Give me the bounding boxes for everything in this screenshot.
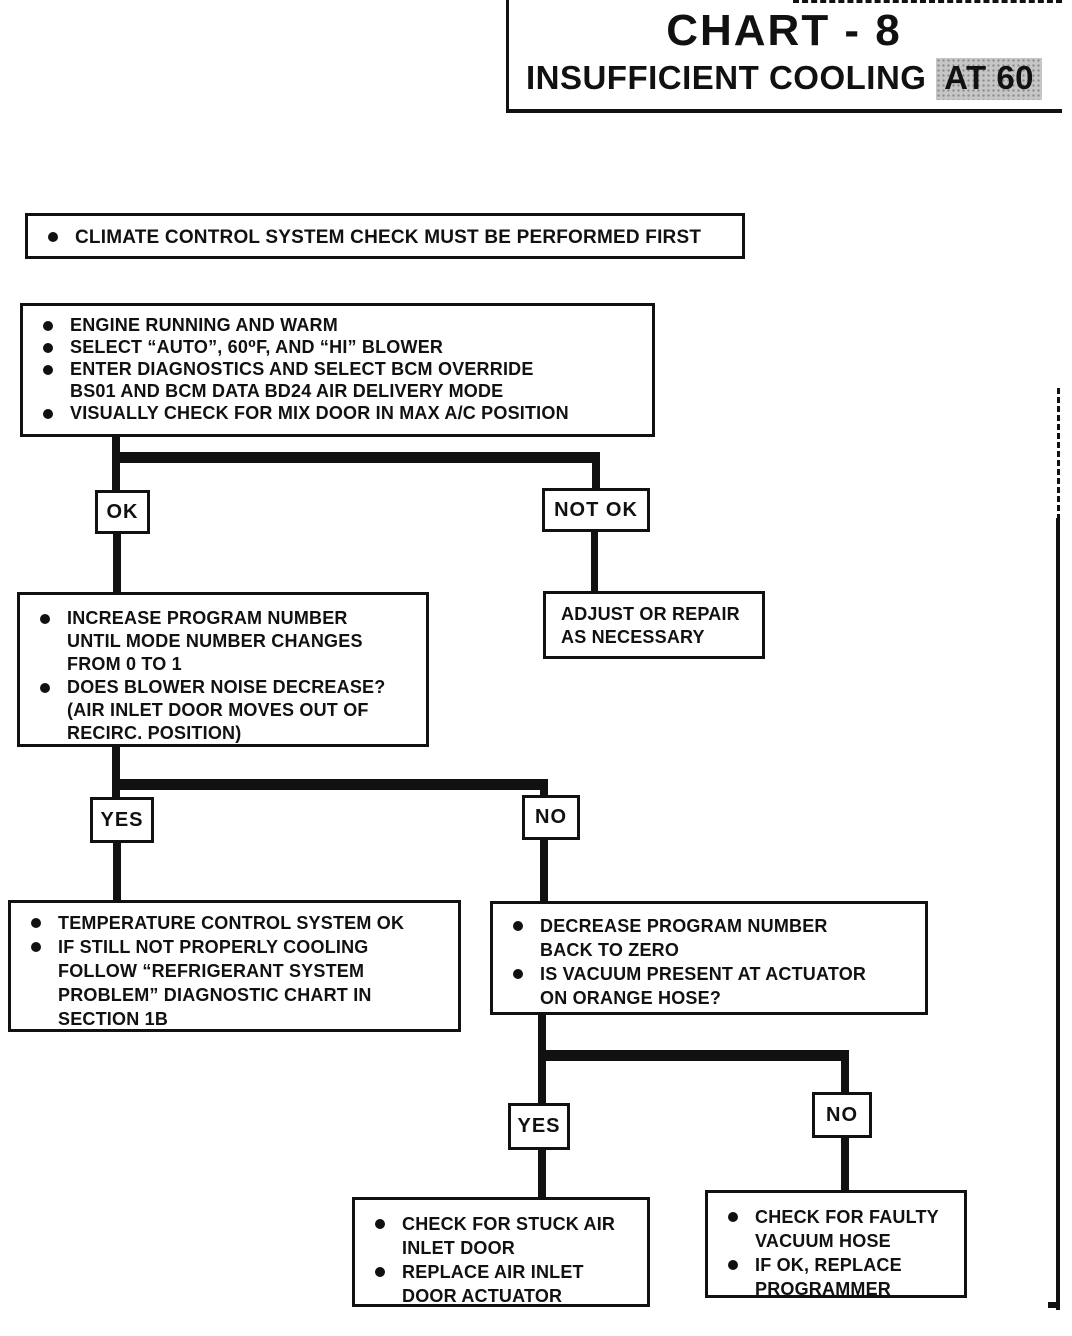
node-stuck-door-item-2: REPLACE AIR INLET DOOR ACTUATOR bbox=[402, 1262, 584, 1306]
title-top-dashed-border bbox=[793, 0, 1062, 3]
branch-label-no-1-text: NO bbox=[535, 806, 567, 828]
list-item: ENTER DIAGNOSTICS AND SELECT BCM OVERRID… bbox=[36, 358, 642, 402]
branch-label-ok-text: OK bbox=[106, 500, 139, 523]
connector-line bbox=[538, 1015, 546, 1055]
connector-line bbox=[112, 747, 120, 783]
bullet-icon bbox=[513, 969, 523, 979]
connector-line bbox=[112, 790, 120, 800]
list-item: IF STILL NOT PROPERLY COOLING FOLLOW “RE… bbox=[24, 935, 448, 1031]
bullet-icon bbox=[375, 1267, 385, 1277]
page-edge-artifact bbox=[1057, 388, 1060, 520]
node-adjust-repair: ADJUST OR REPAIR AS NECESSARY bbox=[543, 591, 765, 659]
list-item: DECREASE PROGRAM NUMBER BACK TO ZERO bbox=[506, 914, 915, 962]
bullet-icon bbox=[513, 921, 523, 931]
node-stuck-door-item-1: CHECK FOR STUCK AIR INLET DOOR bbox=[402, 1214, 616, 1258]
node-setup-item-4: VISUALLY CHECK FOR MIX DOOR IN MAX A/C P… bbox=[70, 403, 569, 423]
branch-label-not-ok: NOT OK bbox=[542, 488, 650, 532]
node-increase-program: INCREASE PROGRAM NUMBER UNTIL MODE NUMBE… bbox=[17, 592, 429, 747]
node-decrease-item-1: DECREASE PROGRAM NUMBER BACK TO ZERO bbox=[540, 916, 828, 960]
node-decrease-item-2: IS VACUUM PRESENT AT ACTUATOR ON ORANGE … bbox=[540, 964, 867, 1008]
connector-line bbox=[592, 463, 600, 490]
node-temp-ok-item-2: IF STILL NOT PROPERLY COOLING FOLLOW “RE… bbox=[58, 937, 372, 1029]
list-item: IF OK, REPLACE PROGRAMMER bbox=[721, 1253, 954, 1301]
bullet-icon bbox=[40, 683, 50, 693]
connector-line bbox=[112, 463, 120, 492]
list-item: CHECK FOR FAULTY VACUUM HOSE bbox=[721, 1205, 954, 1253]
list-item: SELECT “AUTO”, 60⁰F, AND “HI” BLOWER bbox=[36, 336, 642, 358]
bullet-icon bbox=[43, 409, 53, 419]
node-precheck-text: CLIMATE CONTROL SYSTEM CHECK MUST BE PER… bbox=[75, 226, 702, 248]
list-item: VISUALLY CHECK FOR MIX DOOR IN MAX A/C P… bbox=[36, 402, 642, 424]
node-faulty-hose-item-1: CHECK FOR FAULTY VACUUM HOSE bbox=[755, 1207, 939, 1251]
connector-line bbox=[591, 532, 598, 591]
page-edge-artifact bbox=[1056, 518, 1060, 1310]
chart-subtitle-highlight: AT 60 bbox=[936, 58, 1043, 100]
connector-line bbox=[112, 437, 120, 455]
branch-label-ok: OK bbox=[95, 490, 150, 534]
node-setup-item-3: ENTER DIAGNOSTICS AND SELECT BCM OVERRID… bbox=[70, 359, 534, 401]
bullet-icon bbox=[48, 232, 58, 242]
node-setup-item-1: ENGINE RUNNING AND WARM bbox=[70, 315, 338, 335]
list-item: TEMPERATURE CONTROL SYSTEM OK bbox=[24, 911, 448, 935]
bullet-icon bbox=[43, 365, 53, 375]
branch-label-yes-2: YES bbox=[508, 1103, 570, 1150]
title-left-border bbox=[506, 0, 509, 112]
list-item: CHECK FOR STUCK AIR INLET DOOR bbox=[368, 1212, 637, 1260]
node-increase-item-2: DOES BLOWER NOISE DECREASE? (AIR INLET D… bbox=[67, 677, 386, 743]
bullet-icon bbox=[31, 942, 41, 952]
node-increase-item-1: INCREASE PROGRAM NUMBER UNTIL MODE NUMBE… bbox=[67, 608, 363, 674]
chart-subtitle-text: INSUFFICIENT COOLING bbox=[525, 59, 937, 96]
bullet-icon bbox=[43, 343, 53, 353]
bullet-icon bbox=[728, 1212, 738, 1222]
connector-line bbox=[538, 1050, 849, 1061]
branch-label-not-ok-text: NOT OK bbox=[554, 498, 638, 521]
node-decrease-program: DECREASE PROGRAM NUMBER BACK TO ZERO IS … bbox=[490, 901, 928, 1015]
connector-line bbox=[841, 1061, 849, 1092]
node-temp-ok-item-1: TEMPERATURE CONTROL SYSTEM OK bbox=[58, 913, 405, 933]
branch-label-no-2: NO bbox=[812, 1092, 872, 1138]
bullet-icon bbox=[40, 614, 50, 624]
bullet-icon bbox=[375, 1219, 385, 1229]
title-bottom-border bbox=[506, 109, 1062, 113]
connector-line bbox=[540, 840, 548, 901]
connector-line bbox=[113, 534, 121, 592]
node-precheck: CLIMATE CONTROL SYSTEM CHECK MUST BE PER… bbox=[25, 213, 745, 259]
node-setup-item-2: SELECT “AUTO”, 60⁰F, AND “HI” BLOWER bbox=[70, 337, 444, 357]
node-faulty-vacuum-hose: CHECK FOR FAULTY VACUUM HOSE IF OK, REPL… bbox=[705, 1190, 967, 1301]
list-item: ENGINE RUNNING AND WARM bbox=[36, 314, 642, 336]
list-item: REPLACE AIR INLET DOOR ACTUATOR bbox=[368, 1260, 637, 1308]
connector-line bbox=[538, 1061, 546, 1103]
bullet-icon bbox=[31, 918, 41, 928]
branch-label-yes-1-text: YES bbox=[100, 808, 144, 831]
node-adjust-repair-text: ADJUST OR REPAIR AS NECESSARY bbox=[561, 604, 740, 647]
branch-label-yes-2-text: YES bbox=[517, 1115, 561, 1137]
list-item: DOES BLOWER NOISE DECREASE? (AIR INLET D… bbox=[33, 676, 416, 745]
branch-label-yes-1: YES bbox=[90, 797, 154, 843]
connector-line bbox=[113, 843, 121, 900]
connector-line bbox=[538, 1150, 546, 1197]
list-item: INCREASE PROGRAM NUMBER UNTIL MODE NUMBE… bbox=[33, 607, 416, 676]
list-item: IS VACUUM PRESENT AT ACTUATOR ON ORANGE … bbox=[506, 962, 915, 1010]
bullet-icon bbox=[43, 321, 53, 331]
node-stuck-inlet-door: CHECK FOR STUCK AIR INLET DOOR REPLACE A… bbox=[352, 1197, 650, 1307]
chart-title: CHART - 8 bbox=[666, 6, 902, 55]
page-edge-artifact bbox=[1048, 1302, 1059, 1308]
branch-label-no-1: NO bbox=[522, 795, 580, 840]
chart-subtitle: INSUFFICIENT COOLING AT 60 bbox=[506, 58, 1062, 100]
connector-line bbox=[112, 452, 600, 463]
connector-line bbox=[112, 779, 548, 790]
branch-label-no-2-text: NO bbox=[826, 1103, 858, 1126]
node-setup: ENGINE RUNNING AND WARM SELECT “AUTO”, 6… bbox=[20, 303, 655, 437]
node-temp-control-ok: TEMPERATURE CONTROL SYSTEM OK IF STILL N… bbox=[8, 900, 461, 1032]
bullet-icon bbox=[728, 1260, 738, 1270]
node-faulty-hose-item-2: IF OK, REPLACE PROGRAMMER bbox=[755, 1255, 902, 1299]
connector-line bbox=[841, 1138, 849, 1190]
connector-line bbox=[540, 790, 548, 798]
